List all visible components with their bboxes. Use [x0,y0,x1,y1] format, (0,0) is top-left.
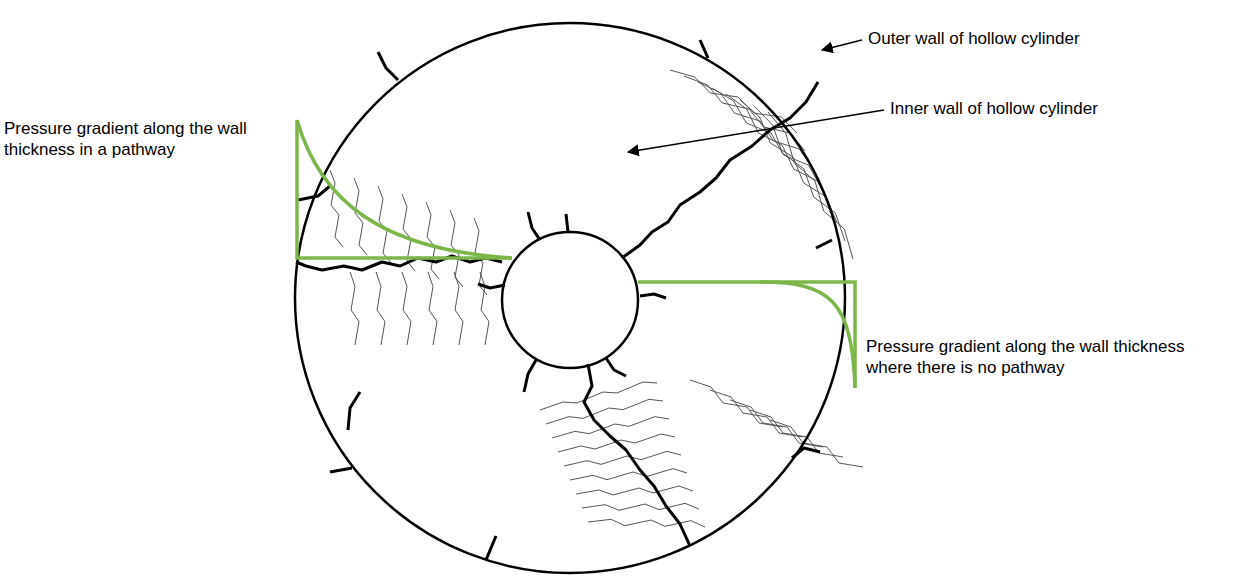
micro-crack [582,503,699,510]
micro-crack [330,170,343,247]
micro-crack [376,272,385,345]
micro-crack [564,451,681,466]
micro-crack [350,272,359,345]
micro-crack [540,382,657,410]
micro-crack [754,106,845,241]
micro-crack [570,469,687,480]
micro-crack [768,112,853,259]
label: Pressure gradient along the wall thickne… [4,118,290,161]
outer-wall [295,23,845,573]
micro-crack [402,272,411,345]
micro-crack [480,272,489,345]
micro-cracks [330,70,863,527]
label: Pressure gradient along the wall thickne… [866,336,1226,379]
cracks [296,40,832,560]
label: Outer wall of hollow cylinder [868,28,1168,49]
micro-crack [454,272,463,345]
pressure-gradient [297,120,855,388]
leader-lines [628,40,884,152]
inner-wall [502,232,638,368]
micro-crack [726,94,829,205]
micro-crack [450,210,463,287]
micro-crack [426,202,439,279]
micro-crack [576,486,693,495]
micro-crack [588,519,705,527]
micro-crack [770,420,863,467]
label: Inner wall of hollow cylinder [890,98,1190,119]
micro-crack [428,272,437,345]
